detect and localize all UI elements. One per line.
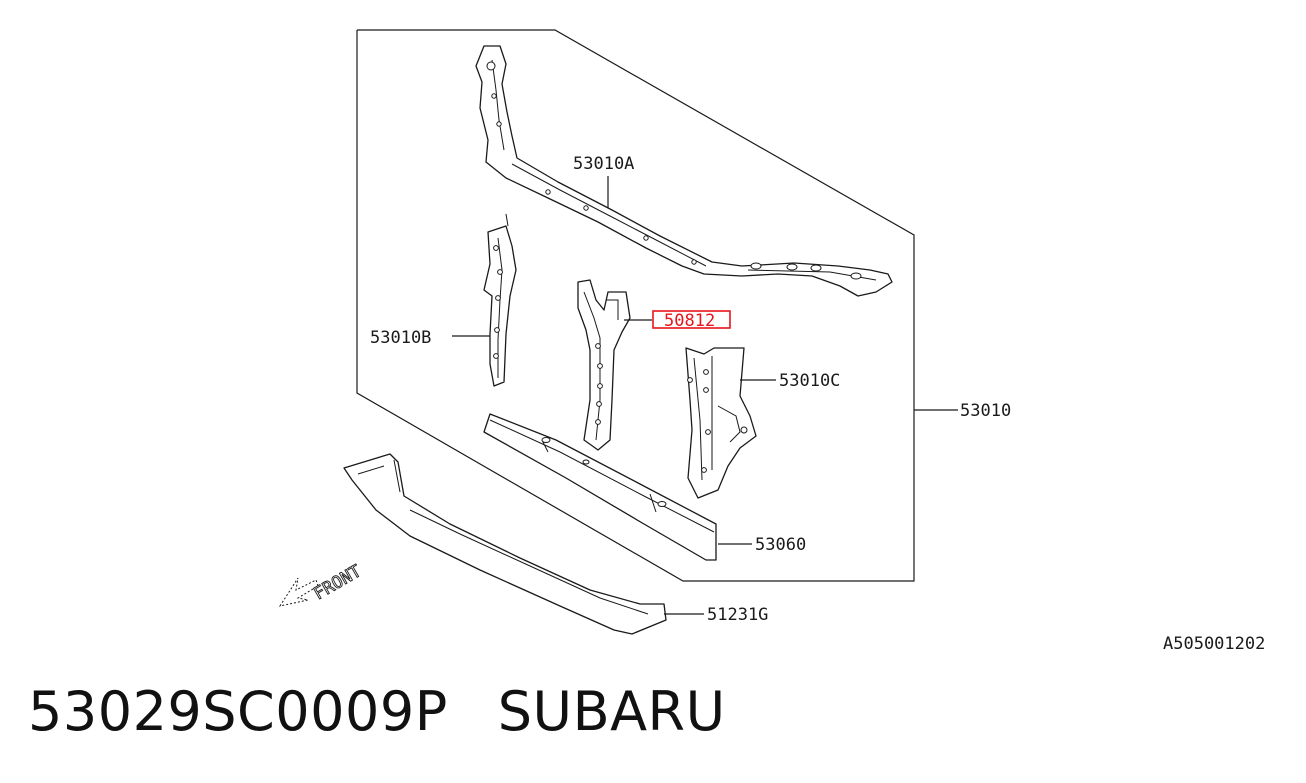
under-cover-part — [343, 453, 667, 635]
part-number: 53029SC0009P — [28, 680, 448, 743]
callout-53010c[interactable]: 53010C — [779, 371, 840, 391]
upper-support-part — [475, 45, 893, 297]
front-label: FRONT — [311, 561, 365, 604]
front-direction-indicator: FRONT — [278, 561, 365, 607]
diagram-reference-code: A505001202 — [1163, 634, 1266, 654]
page-title: 53029SC0009P SUBARU — [28, 680, 726, 743]
side-panel-right-part — [685, 347, 757, 499]
callout-53010[interactable]: 53010 — [960, 401, 1011, 421]
callout-50812[interactable]: 50812 — [664, 311, 715, 331]
brand-name: SUBARU — [497, 680, 726, 743]
lower-member-part — [483, 413, 717, 561]
front-arrow-icon — [278, 577, 319, 607]
callout-53060[interactable]: 53060 — [755, 535, 806, 555]
center-stay-part — [577, 279, 631, 451]
assembly-frame — [356, 29, 915, 582]
side-panel-left-part — [483, 213, 517, 387]
highlight-box — [652, 310, 731, 329]
callout-53010b[interactable]: 53010B — [370, 328, 431, 348]
callout-51231g[interactable]: 51231G — [707, 605, 768, 625]
callout-53010a[interactable]: 53010A — [573, 154, 634, 174]
